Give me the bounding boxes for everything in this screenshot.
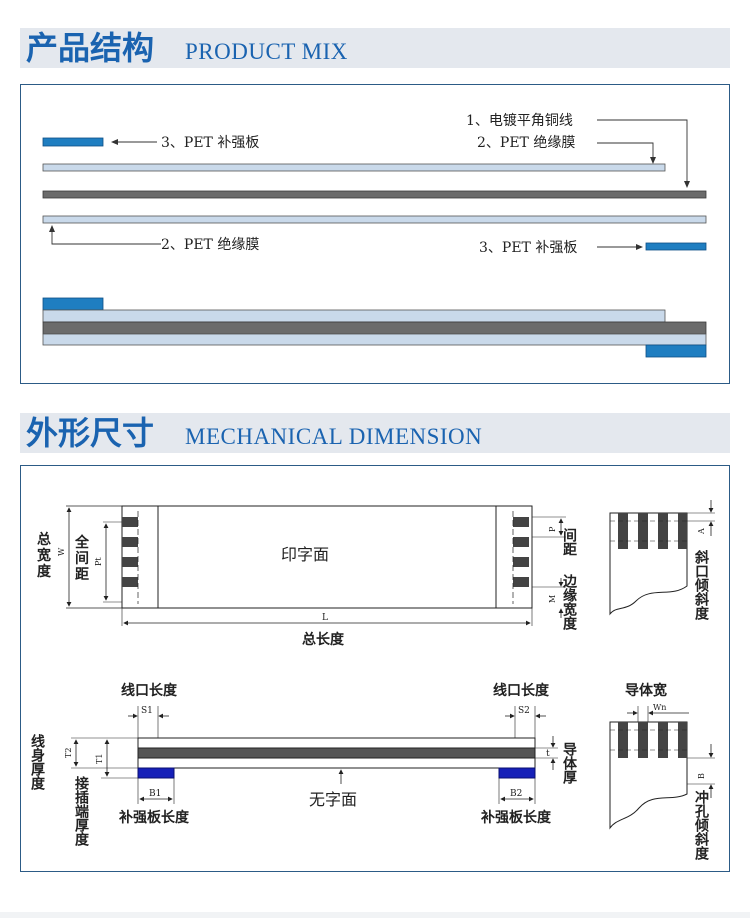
arrow-head (650, 157, 656, 164)
stiffener-bottom-layer (645, 242, 707, 251)
section-header-mechanical: 外形尺寸 MECHANICAL DIMENSION (20, 413, 730, 453)
label-line-open-right: 线口长度 (493, 682, 550, 699)
bottom-strip (0, 912, 750, 918)
assembled-stiffener-top (42, 297, 104, 311)
label-cable-thickness: 线身厚度 (29, 733, 45, 791)
label-B2: B2 (510, 789, 522, 799)
label-M: M (548, 595, 557, 603)
label-conductor-thickness: 导体厚 (561, 742, 577, 785)
section-header-product-mix: 产品结构 PRODUCT MIX (20, 28, 730, 68)
label-insulation-bottom: 2、PET 绝缘膜 (161, 237, 259, 253)
label-B: B (697, 773, 706, 779)
detail-contact (658, 513, 668, 549)
label-B1: B1 (149, 789, 161, 799)
side-conductor (137, 747, 536, 759)
mechanical-diagram: 印字面 W Pt P M L (29, 500, 715, 861)
section-title-en: MECHANICAL DIMENSION (185, 424, 483, 449)
label-line-open-left: 线口长度 (121, 682, 178, 699)
label-full-pitch-vertical: 全间距 (75, 535, 89, 583)
contact-pad (513, 517, 529, 527)
label-Pt: Pt (94, 557, 103, 566)
contact-pad (122, 557, 138, 567)
contact-pad (513, 577, 529, 587)
label-Wn: Wn (653, 703, 666, 712)
label-stiffener-len-left: 补强板长度 (118, 809, 190, 826)
product-mix-diagram: 3、PET 补强板 1、电镀平角铜线 2、PET 绝缘膜 2、PET 绝缘膜 3… (42, 112, 707, 358)
side-stiffener-right (498, 767, 536, 779)
label-stiffener-bottom: 3、PET 补强板 (479, 240, 577, 256)
label-pitch: 间距 (561, 527, 577, 556)
arrow-head (111, 139, 118, 145)
detail-contact (638, 513, 648, 549)
section-title-cn: 产品结构 (26, 29, 155, 67)
side-insulation-top (137, 737, 536, 749)
punch-detail: 导体宽 Wn B 冲孔倾斜度 (609, 682, 715, 861)
contact-pad (513, 557, 529, 567)
print-side-label: 印字面 (281, 545, 329, 564)
vertical-label-pitch: 间距 (561, 527, 577, 556)
label-total-width-vertical: 总宽度 (37, 532, 51, 580)
insulation-top-layer (42, 163, 666, 172)
insulation-bottom-layer (42, 215, 707, 224)
arrow-head (636, 244, 643, 250)
section-title-cn: 外形尺寸 (26, 414, 155, 452)
label-stiffener-top: 3、PET 补强板 (161, 135, 259, 151)
detail-contact (678, 722, 687, 758)
label-T1: T1 (95, 754, 104, 764)
vertical-label-edge: 边缘宽度 (561, 574, 578, 631)
assembled-insulation-top (42, 309, 666, 323)
detail-contact (618, 722, 628, 758)
conductor-layer (42, 190, 707, 199)
side-stiffener-left (137, 767, 175, 779)
label-stiffener-len-right: 补强板长度 (480, 809, 552, 826)
arrow-head (49, 225, 55, 232)
label-t: t (546, 749, 550, 759)
no-print-side-label: 无字面 (309, 790, 357, 809)
label-T2: T2 (64, 748, 73, 758)
contact-pad (122, 537, 138, 547)
label-edge-width: 边缘宽度 (561, 574, 578, 631)
assembled-insulation-bottom (42, 333, 707, 346)
mechanical-dimension-panel: 印字面 W Pt P M L (20, 465, 730, 872)
leader-conductor (597, 119, 688, 185)
bevel-detail: A 斜口倾斜度 (609, 500, 715, 621)
detail-contact (678, 513, 687, 549)
assembled-conductor (42, 321, 707, 335)
label-insulation-top: 2、PET 绝缘膜 (477, 135, 575, 151)
label-S2: S2 (518, 706, 530, 716)
leader-insulation-bottom (51, 229, 161, 245)
label-conductor-width: 导体宽 (625, 682, 667, 699)
side-insulation-bottom (137, 757, 536, 769)
label-connector-thickness: 接插端厚度 (73, 775, 89, 847)
product-mix-panel: 3、PET 补强板 1、电镀平角铜线 2、PET 绝缘膜 2、PET 绝缘膜 3… (20, 84, 730, 384)
label-L: L (322, 613, 328, 623)
arrow-head (684, 181, 690, 188)
section-title-en: PRODUCT MIX (185, 39, 348, 64)
assembled-stiffener-bottom (645, 344, 707, 358)
label-S1: S1 (141, 706, 153, 716)
label-P: P (548, 526, 557, 532)
label-bevel-slope: 斜口倾斜度 (693, 549, 710, 621)
label-total-length: 总长度 (302, 631, 345, 648)
detail-contact (638, 722, 648, 758)
detail-contact (618, 513, 628, 549)
detail-contact (658, 722, 668, 758)
side-view: 线口长度 线口长度 S1 S2 T2 线身厚度 (29, 682, 577, 847)
label-A: A (697, 528, 706, 535)
label-punch-slope: 冲孔倾斜度 (693, 789, 710, 861)
leader-insulation-top (597, 142, 654, 160)
top-view: 印字面 W Pt P M L (57, 505, 566, 648)
contact-pad (122, 517, 138, 527)
contact-pad (513, 537, 529, 547)
label-conductor: 1、电镀平角铜线 (466, 112, 573, 129)
contact-pad (122, 577, 138, 587)
label-W: W (57, 547, 66, 556)
stiffener-top-layer (42, 137, 104, 147)
